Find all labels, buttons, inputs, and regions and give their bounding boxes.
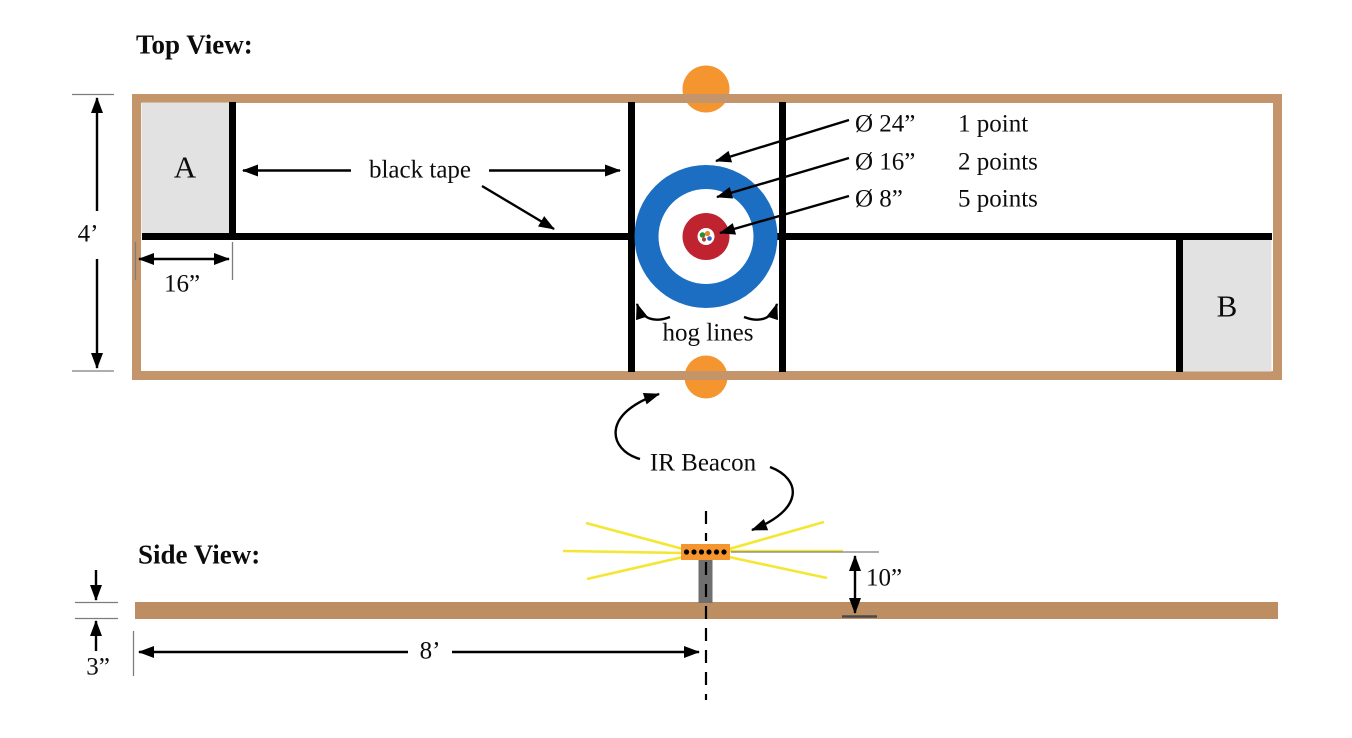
height-dim-label: 4’ xyxy=(77,220,99,248)
hog-line-right xyxy=(779,102,786,372)
scoring-diameter-24: Ø 24” xyxy=(855,110,916,138)
ir-beacon-side-icon xyxy=(681,544,730,560)
scoring-diameter-8: Ø 8” xyxy=(855,185,903,213)
table-thickness-dim-label: 3” xyxy=(86,653,110,681)
zone-a-line xyxy=(229,102,236,240)
black-tape-label: black tape xyxy=(368,156,472,184)
beacon-post xyxy=(698,558,713,603)
side-view-title: Side View: xyxy=(138,539,261,570)
zone-width-dim-label: 16” xyxy=(163,270,201,298)
ring-center xyxy=(697,228,715,245)
scoring-points-8: 5 points xyxy=(958,185,1038,213)
dim-10in xyxy=(842,555,877,618)
ir-rays xyxy=(562,520,843,581)
ir-beacon-label: IR Beacon xyxy=(649,449,757,477)
zone-b-box xyxy=(1183,240,1272,372)
black-tape-arrows xyxy=(242,164,621,231)
field-border xyxy=(132,94,1282,380)
dim-8ft xyxy=(132,631,700,676)
beacon-distance-dim-label: 8’ xyxy=(419,637,441,665)
zone-b-label: B xyxy=(1216,288,1238,324)
hog-line-left xyxy=(628,102,635,372)
target-rings xyxy=(634,165,778,308)
ir-beacon-arrows xyxy=(614,392,794,532)
diameter-arrows xyxy=(715,118,850,235)
zone-a-box xyxy=(141,102,229,233)
dim-3in xyxy=(75,570,118,651)
dim-16in xyxy=(134,242,234,280)
ir-beacon-top-icon xyxy=(682,65,730,113)
scoring-points-16: 2 points xyxy=(958,148,1038,175)
zone-a-label: A xyxy=(173,149,197,185)
top-view-title: Top View: xyxy=(136,29,253,60)
side-view xyxy=(75,511,1278,700)
scoring-diameter-16: Ø 16” xyxy=(855,148,916,175)
top-view-field xyxy=(132,65,1282,399)
hog-lines-label: hog lines xyxy=(662,319,754,347)
dim-4ft xyxy=(72,93,114,372)
hog-lines-arrows xyxy=(635,303,779,321)
scoring-points-24: 1 point xyxy=(958,110,1029,138)
zone-b-line xyxy=(1176,233,1183,372)
beacon-height-dim-label: 10” xyxy=(866,564,903,592)
